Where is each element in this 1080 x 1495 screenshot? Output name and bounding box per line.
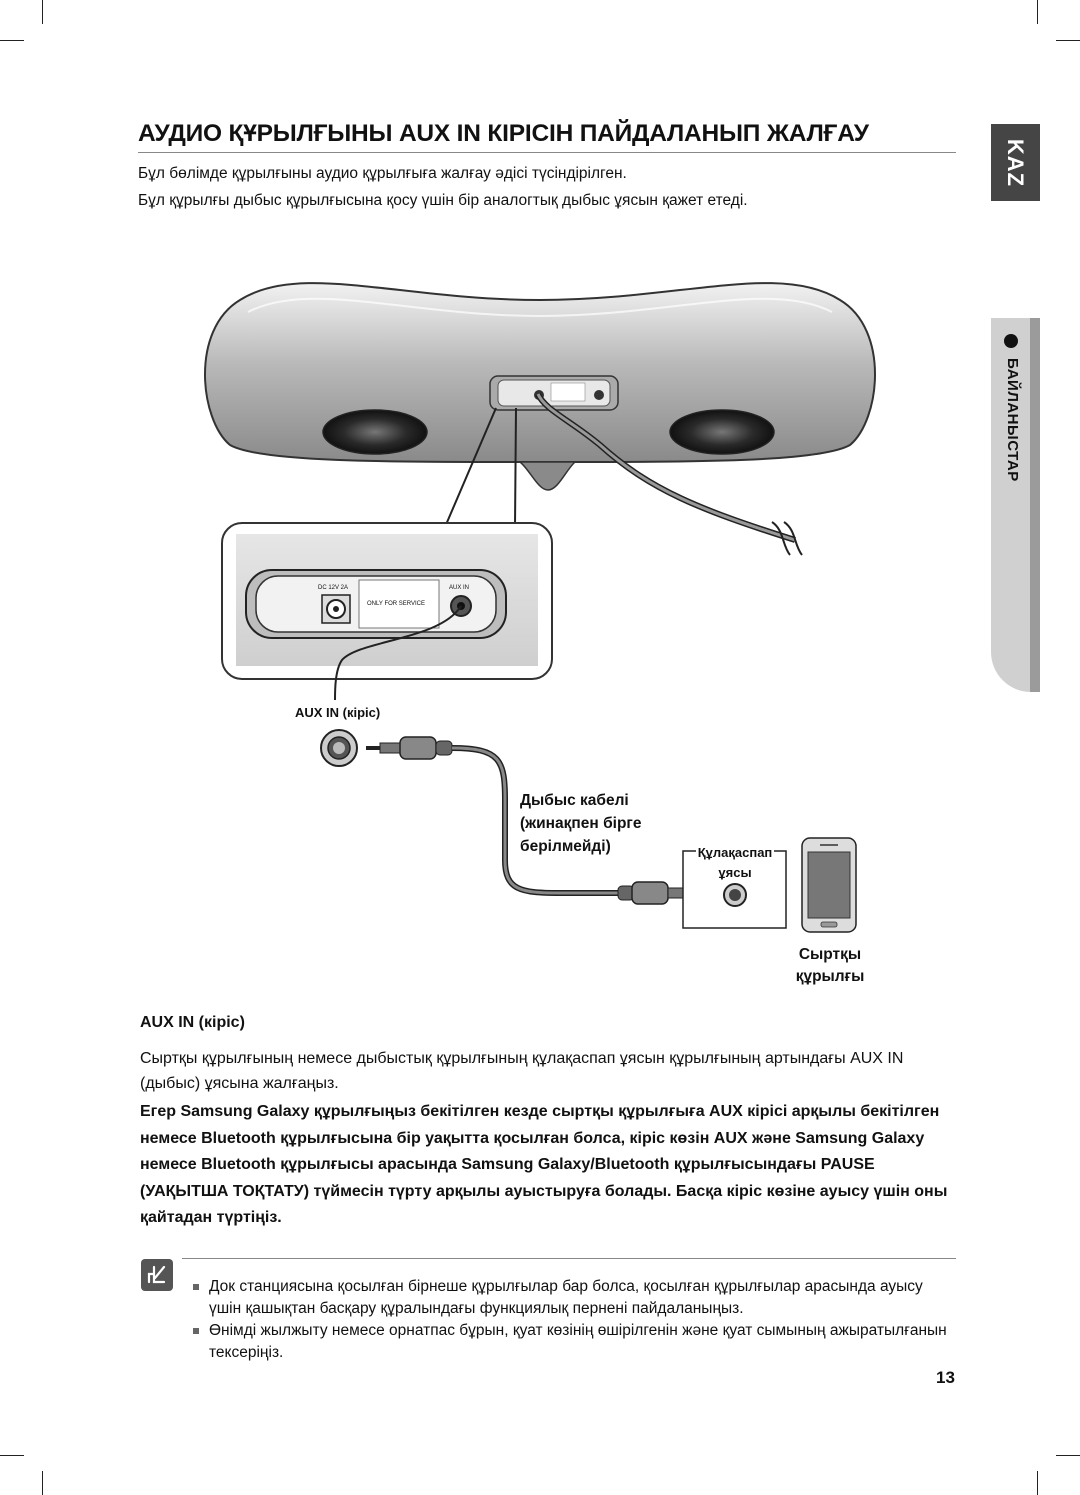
cable-label: Дыбыс кабелі (жинақпен бірге берілмейді) xyxy=(520,789,642,858)
cable-label-line-1: Дыбыс кабелі xyxy=(520,792,629,809)
intro-line-1: Бұл бөлімде құрылғыны аудио құрылғыға жа… xyxy=(138,165,627,182)
jack-label-line-1: Құлақаспап xyxy=(695,843,775,863)
galaxy-paragraph: Егер Samsung Galaxy құрылғыңыз бекітілге… xyxy=(140,1103,948,1226)
note-divider xyxy=(182,1258,956,1259)
connection-diagram xyxy=(204,282,876,933)
crop-mark xyxy=(42,1471,43,1495)
crop-mark xyxy=(1056,1455,1080,1456)
bullet-icon xyxy=(1004,334,1018,348)
body-paragraph: Сыртқы құрылғының немесе дыбыстық құрылғ… xyxy=(140,1050,904,1092)
jack-label-line-2: ұясы xyxy=(718,865,752,880)
device-label-line-2: құрылғы xyxy=(795,968,865,985)
crop-mark xyxy=(0,40,24,41)
phone-illustration xyxy=(801,837,857,933)
section-tab: БАЙЛАНЫСТАР xyxy=(991,318,1040,692)
page-number: 13 xyxy=(936,1368,955,1387)
speaker-illustration xyxy=(204,282,876,491)
notes-list: Док станциясына қосылған бірнеше құрылғы… xyxy=(193,1276,953,1364)
note-item: Өнімді жылжыту немесе орнатпас бұрын, қу… xyxy=(193,1320,953,1364)
aux-port-label: AUX IN xyxy=(449,585,470,591)
cable-label-line-2: (жинақпен бірге xyxy=(520,815,642,832)
page-title: АУДИО ҚҰРЫЛҒЫНЫ AUX IN КІРІСІН ПАЙДАЛАНЫ… xyxy=(138,120,956,153)
dc-port-label: DC 12V 2A xyxy=(318,585,349,591)
service-label: ONLY FOR SERVICE xyxy=(367,601,426,607)
section-heading: AUX IN (кіріс) xyxy=(140,1014,245,1031)
note-item: Док станциясына қосылған бірнеше құрылғы… xyxy=(193,1276,953,1320)
section-tab-bar xyxy=(1030,318,1040,692)
aux-in-label: AUX IN (кіріс) xyxy=(295,705,381,720)
crop-mark xyxy=(1037,1471,1038,1495)
device-label-line-1: Сыртқы xyxy=(798,946,862,963)
headphone-jack-label: Құлақаспап ұясы xyxy=(686,843,784,883)
crop-mark xyxy=(1056,40,1080,41)
crop-mark xyxy=(0,1455,24,1456)
external-device-label: Сыртқы құрылғы xyxy=(790,944,870,988)
crop-mark xyxy=(42,0,43,24)
intro-line-2: Бұл құрылғы дыбыс құрылғысына қосу үшін … xyxy=(138,192,748,209)
language-tab: KAZ xyxy=(991,124,1040,201)
note-icon xyxy=(141,1259,173,1291)
cable-label-line-3: берілмейді) xyxy=(520,838,611,855)
crop-mark xyxy=(1037,0,1038,24)
